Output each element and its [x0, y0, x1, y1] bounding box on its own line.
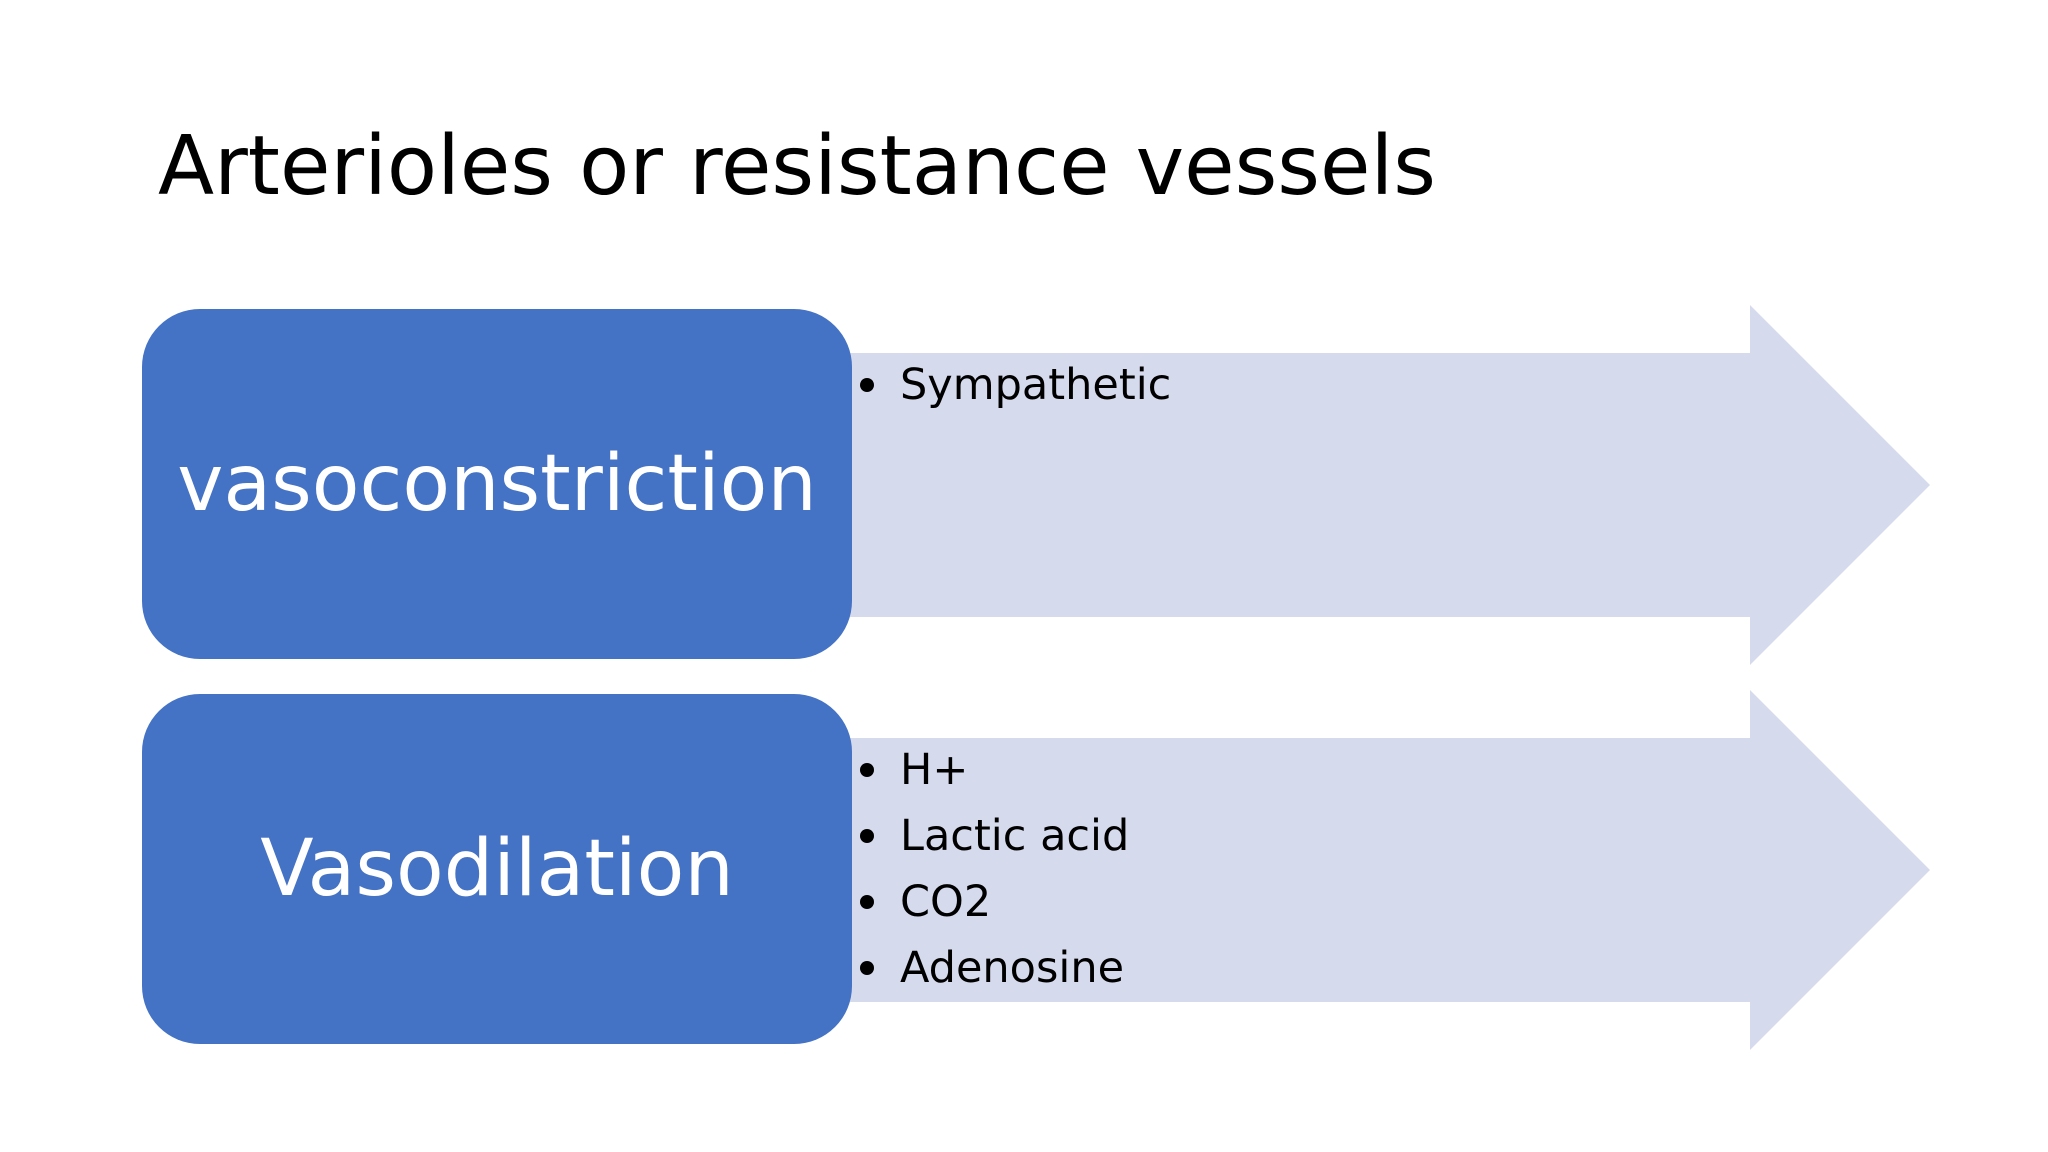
bullet-item: Adenosine [860, 935, 1129, 1001]
bullet-item: CO2 [860, 869, 1129, 935]
bullet-item: H+ [860, 737, 1129, 803]
category-label: vasoconstriction [177, 439, 817, 529]
slide-title: Arterioles or resistance vessels [158, 119, 1436, 214]
bullet-text: Sympathetic [900, 360, 1172, 410]
category-box: Vasodilation [142, 694, 852, 1044]
arrow-polygon [840, 690, 1930, 1050]
bullet-icon [860, 961, 874, 975]
arrow-polygon [840, 305, 1930, 665]
bullet-list: H+ Lactic acid CO2 Adenosine [860, 737, 1129, 1001]
bullet-list: Sympathetic [860, 352, 1171, 418]
bullet-text: Lactic acid [900, 811, 1130, 861]
bullet-item: Sympathetic [860, 352, 1171, 418]
bullet-icon [860, 763, 874, 777]
bullet-item: Lactic acid [860, 803, 1129, 869]
bullet-text: H+ [900, 745, 969, 795]
bullet-icon [860, 895, 874, 909]
bullet-icon [860, 829, 874, 843]
arrow-svg [840, 305, 1930, 665]
bullet-icon [860, 378, 874, 392]
right-arrow-shape [840, 305, 1930, 665]
bullet-text: Adenosine [900, 943, 1125, 993]
category-label: Vasodilation [260, 824, 734, 914]
category-box: vasoconstriction [142, 309, 852, 659]
right-arrow-shape [840, 690, 1930, 1050]
bullet-text: CO2 [900, 877, 992, 927]
arrow-svg [840, 690, 1930, 1050]
